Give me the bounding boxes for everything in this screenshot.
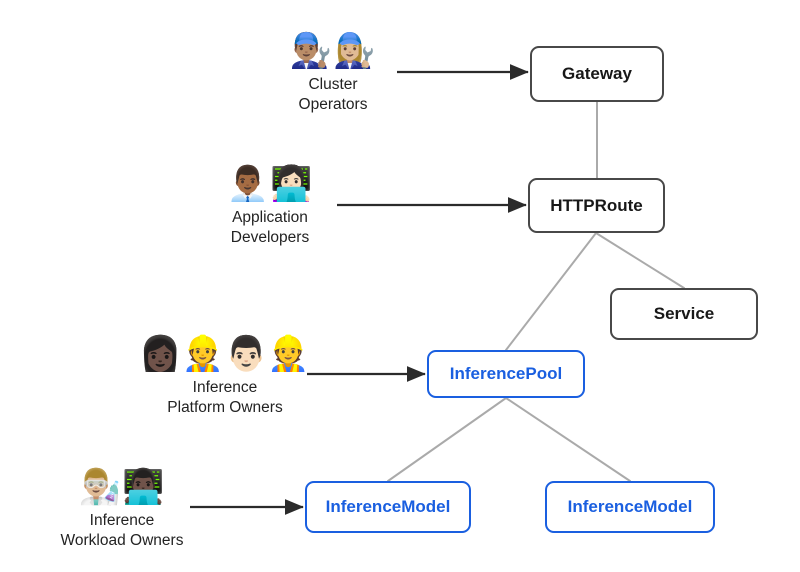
node-label: Gateway [562,64,632,84]
node-label: InferencePool [449,364,563,384]
actor-application-developers: 👨🏾‍💼👩🏻‍💻 Application Developers [175,163,365,248]
edge-httproute-service [595,232,685,289]
woman-construction-worker-icon-and-man-construction-worker-icon: 👩🏿‍👷👨🏻‍👷 [139,335,311,373]
man-mechanic-icon-and-woman-mechanic-icon: 👨🏽‍🔧👩🏼‍🔧 [289,32,377,70]
node-label: HTTPRoute [550,195,643,215]
node-label: Service [653,304,715,324]
node-service[interactable]: Service [610,288,758,340]
node-inferencemodel1[interactable]: InferenceModel [305,481,471,533]
edge-inferencepool-model2 [505,397,631,482]
edge-httproute-inferencepool [505,232,597,351]
actor-inference-platform-owners: 👩🏿‍👷👨🏻‍👷 Inference Platform Owners [130,333,320,418]
node-inferencemodel2[interactable]: InferenceModel [545,481,715,533]
node-httproute[interactable]: HTTPRoute [528,178,665,233]
man-scientist-icon-and-man-technologist-icon: 👨🏼‍🔬👨🏿‍💻 [78,468,166,506]
actor-cluster-operators: 👨🏽‍🔧👩🏼‍🔧 Cluster Operators [238,30,428,115]
actor-inference-workload-owners: 👨🏼‍🔬👨🏿‍💻 Inference Workload Owners [27,466,217,551]
node-inferencepool[interactable]: InferencePool [427,350,585,398]
node-label: InferenceModel [567,497,693,517]
node-gateway[interactable]: Gateway [530,46,664,102]
edge-inferencepool-model1 [387,397,507,482]
actor-arrows [190,64,529,515]
actor-label: Application Developers [230,209,310,246]
man-office-worker-icon-and-woman-technologist-icon: 👨🏾‍💼👩🏻‍💻 [226,165,314,203]
actor-label: Inference Platform Owners [167,379,283,416]
actor-label: Cluster Operators [298,76,368,113]
actor-label: Inference Workload Owners [60,512,184,549]
node-label: InferenceModel [325,497,451,517]
